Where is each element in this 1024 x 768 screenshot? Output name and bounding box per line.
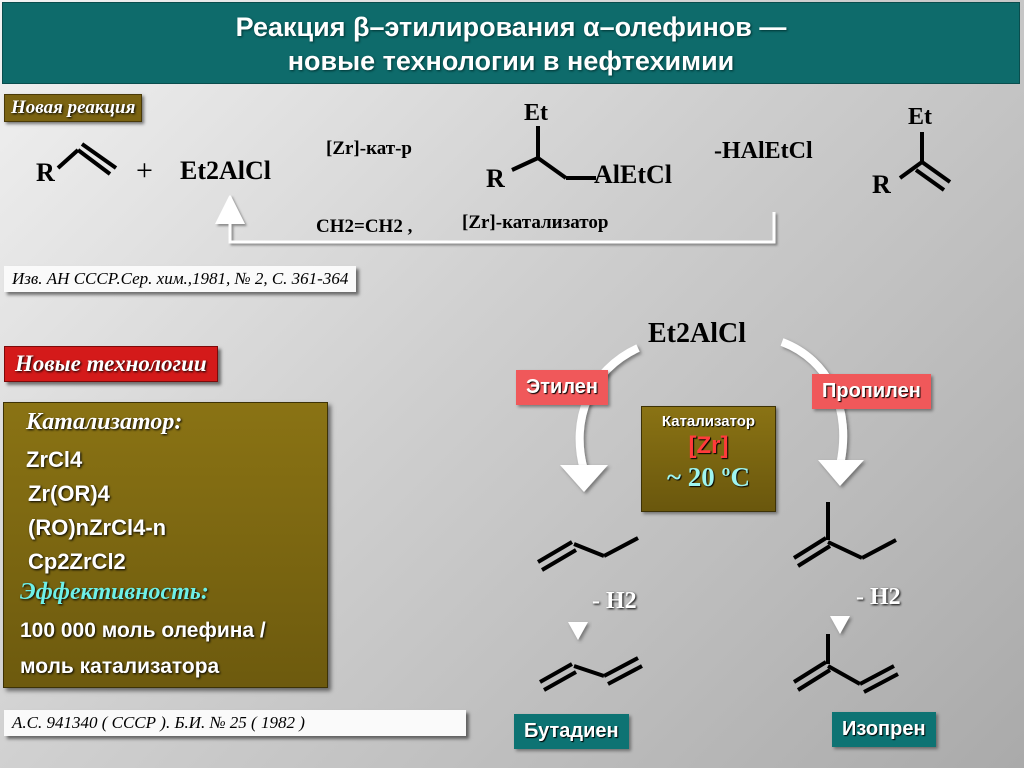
efficiency-header: Эффективность:	[20, 579, 209, 605]
efficiency-line-1: 100 000 моль олефина /	[20, 619, 266, 642]
butadiene-structure	[539, 656, 643, 692]
cycle-catalyst: [Zr]-катализатор	[462, 212, 609, 233]
intermediate-al: AlEtCl	[594, 160, 672, 189]
catalyst-4: Cp2ZrCl2	[28, 549, 126, 574]
isobutene-structure	[792, 502, 897, 568]
temperature: ~ 20 ºC	[667, 462, 750, 492]
intermediate-r: R	[486, 164, 505, 193]
plus-sign: +	[136, 154, 153, 187]
butadiene-badge: Бутадиен	[514, 714, 629, 749]
efficiency-line-2: моль катализатора	[20, 655, 220, 678]
arrow2-label: -HAlEtCl	[714, 138, 813, 164]
down-arrow-right-head	[830, 616, 850, 634]
right-dehydrogenation: - H2	[856, 584, 901, 610]
recycle-arrow	[215, 194, 776, 244]
intermediate-structure	[511, 126, 596, 180]
new-reaction-label: Новая реакция	[4, 94, 143, 122]
curve-arrow-right-head	[818, 460, 864, 486]
ethylene-badge: Этилен	[516, 370, 608, 405]
reference-2: А.С. 941340 ( СССР ). Б.И. № 25 ( 1982 )	[4, 710, 466, 736]
isoprene-structure	[792, 634, 899, 694]
curve-arrow-left-head	[560, 465, 608, 492]
product-structure	[898, 132, 952, 192]
left-dehydrogenation: - H2	[592, 588, 637, 614]
catalyst-symbol: [Zr]	[688, 432, 729, 459]
slide-title: Реакция β–этилирования α–олефинов — новы…	[2, 2, 1020, 84]
catalyst-panel: Катализатор: ZrCl4 Zr(OR)4 (RO)nZrCl4-n …	[3, 402, 328, 688]
catalyst-header: Катализатор:	[26, 409, 183, 435]
arrow1-label: [Zr]-кат-р	[326, 138, 412, 159]
reference-1: Изв. АН СССР.Сер. хим.,1981, № 2, С. 361…	[4, 266, 357, 292]
new-tech-label: Новые технологии	[4, 346, 218, 382]
intermediate-et: Et	[524, 100, 548, 126]
olefin-structure	[56, 142, 118, 176]
title-line-1: Реакция β–этилирования α–олефинов —	[235, 12, 787, 42]
olefin-r: R	[36, 158, 55, 187]
isoprene-badge: Изопрен	[832, 712, 936, 747]
butene-structure	[536, 536, 639, 572]
down-arrow-left-head	[568, 622, 588, 640]
catalyst-1: ZrCl4	[26, 447, 83, 472]
product-r: R	[872, 170, 891, 199]
catalyst-conditions-box: Катализатор [Zr] ~ 20 ºC	[641, 406, 776, 512]
reaction-scheme	[56, 126, 952, 244]
catalyst-3: (RO)nZrCl4-n	[28, 515, 167, 540]
product-et: Et	[908, 104, 932, 130]
reagent-et2alcl: Et2AlCl	[180, 156, 271, 185]
cycle-ethylene: CH2=CH2 ,	[316, 216, 413, 237]
scheme-reagent: Et2AlCl	[648, 318, 746, 349]
catalyst-2: Zr(OR)4	[28, 481, 110, 506]
title-line-2: новые технологии в нефтехимии	[287, 46, 735, 76]
catalyst-title: Катализатор	[661, 413, 756, 430]
curve-arrow-left	[575, 344, 640, 472]
propylene-badge: Пропилен	[812, 374, 931, 409]
